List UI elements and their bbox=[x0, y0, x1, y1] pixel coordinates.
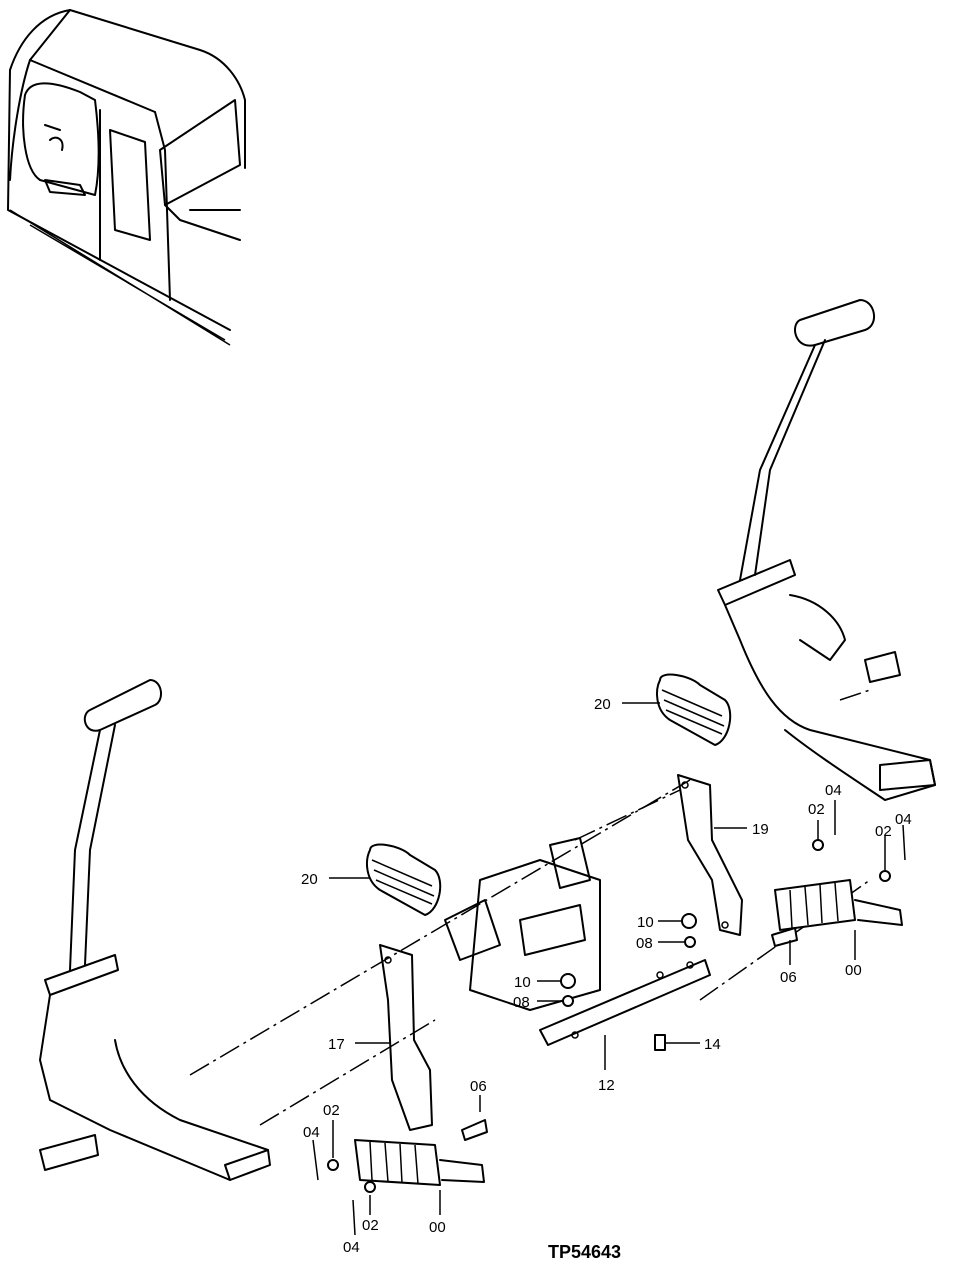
nut-lower bbox=[560, 973, 576, 989]
bolt-plate bbox=[654, 1034, 666, 1051]
callout-washer-left-b: 02 bbox=[362, 1217, 379, 1234]
callout-bolt-right: 06 bbox=[780, 969, 797, 986]
bolt-right-06 bbox=[771, 927, 798, 947]
callout-washer-right-a: 02 bbox=[808, 801, 825, 818]
washer-left-a bbox=[327, 1159, 339, 1171]
callout-pin-right-a: 04 bbox=[825, 782, 842, 799]
callout-bolt-left: 06 bbox=[470, 1078, 487, 1095]
valve-cylinder-right bbox=[774, 879, 903, 931]
callout-bracket-right: 19 bbox=[752, 821, 769, 838]
bracket-left bbox=[379, 944, 433, 1131]
callout-washer-left-a: 02 bbox=[323, 1102, 340, 1119]
callout-valve-left: 00 bbox=[429, 1219, 446, 1236]
washer-left-b bbox=[364, 1181, 376, 1193]
reference-code: TP54643 bbox=[548, 1242, 621, 1262]
callout-pin-left-a: 04 bbox=[303, 1124, 320, 1141]
pilot-valve-body bbox=[444, 837, 601, 1011]
washer-right-a bbox=[812, 839, 824, 851]
bracket-right bbox=[677, 774, 743, 936]
callout-nut-lower: 10 bbox=[514, 974, 531, 991]
callout-plate: 12 bbox=[598, 1077, 615, 1094]
callout-washer-right-b: 02 bbox=[875, 823, 892, 840]
callout-pin-right-b: 04 bbox=[895, 811, 912, 828]
bolt-left-06 bbox=[461, 1119, 488, 1141]
callout-nut-upper: 10 bbox=[637, 914, 654, 931]
callout-valve-right: 00 bbox=[845, 962, 862, 979]
callout-boot-right: 20 bbox=[594, 696, 611, 713]
callout-washer-lower: 08 bbox=[513, 994, 530, 1011]
leader-lines bbox=[312, 702, 906, 1236]
valve-cylinder-left bbox=[354, 1139, 485, 1186]
callout-washer-upper: 08 bbox=[636, 935, 653, 952]
washer-upper bbox=[684, 936, 696, 948]
callout-pin-left-b: 04 bbox=[343, 1239, 360, 1256]
washer-lower bbox=[562, 995, 574, 1007]
assembly-centerlines bbox=[189, 689, 871, 1126]
callout-boot-left: 20 bbox=[301, 871, 318, 888]
boot-left bbox=[366, 843, 442, 916]
mounting-plate bbox=[539, 959, 711, 1046]
right-travel-lever-pedal bbox=[717, 299, 936, 801]
washer-right-b bbox=[879, 870, 891, 882]
nut-upper bbox=[681, 913, 697, 929]
callout-labels: 20 20 19 17 12 14 10 08 10 08 02 04 02 0… bbox=[301, 696, 912, 1256]
callout-bracket-left: 17 bbox=[328, 1036, 345, 1053]
left-travel-lever-pedal bbox=[39, 679, 271, 1181]
cab-illustration bbox=[7, 9, 246, 346]
boot-right bbox=[656, 673, 732, 746]
callout-bolt-plate: 14 bbox=[704, 1036, 721, 1053]
